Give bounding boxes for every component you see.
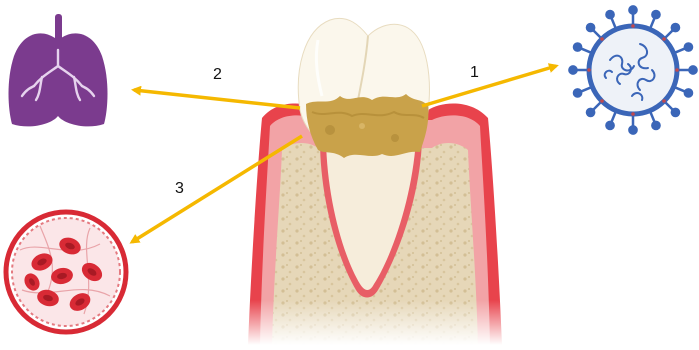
virus-spike-tip xyxy=(574,43,581,50)
virus-spike-tip xyxy=(685,43,692,50)
label-3: 3 xyxy=(175,180,184,198)
virus-spike-tip xyxy=(629,6,636,13)
virus-spike-tip xyxy=(685,89,692,96)
virus-spike-tip xyxy=(569,66,576,73)
virus-spike-tip xyxy=(672,109,679,116)
virus-spike-tip xyxy=(587,109,594,116)
virus-spike-tip xyxy=(574,89,581,96)
blood-vessel-cross-section-icon xyxy=(6,212,126,332)
label-1: 1 xyxy=(470,64,479,82)
label-2: 2 xyxy=(213,66,222,84)
virus-spike-tip xyxy=(652,11,659,18)
virus-spike-tip xyxy=(587,24,594,31)
virus-spike-tip xyxy=(606,11,613,18)
virus-spike-tip xyxy=(606,122,613,129)
virus-icon xyxy=(569,6,696,133)
arrow-1-to-virus xyxy=(422,66,556,106)
virus-spike-tip xyxy=(672,24,679,31)
lungs-icon xyxy=(9,14,108,126)
arrow-2-to-lungs xyxy=(134,90,300,108)
virus-spike-tip xyxy=(689,66,696,73)
virus-spike-tip xyxy=(629,126,636,133)
virus-spike-tip xyxy=(652,122,659,129)
calculus-deposit xyxy=(306,94,428,158)
